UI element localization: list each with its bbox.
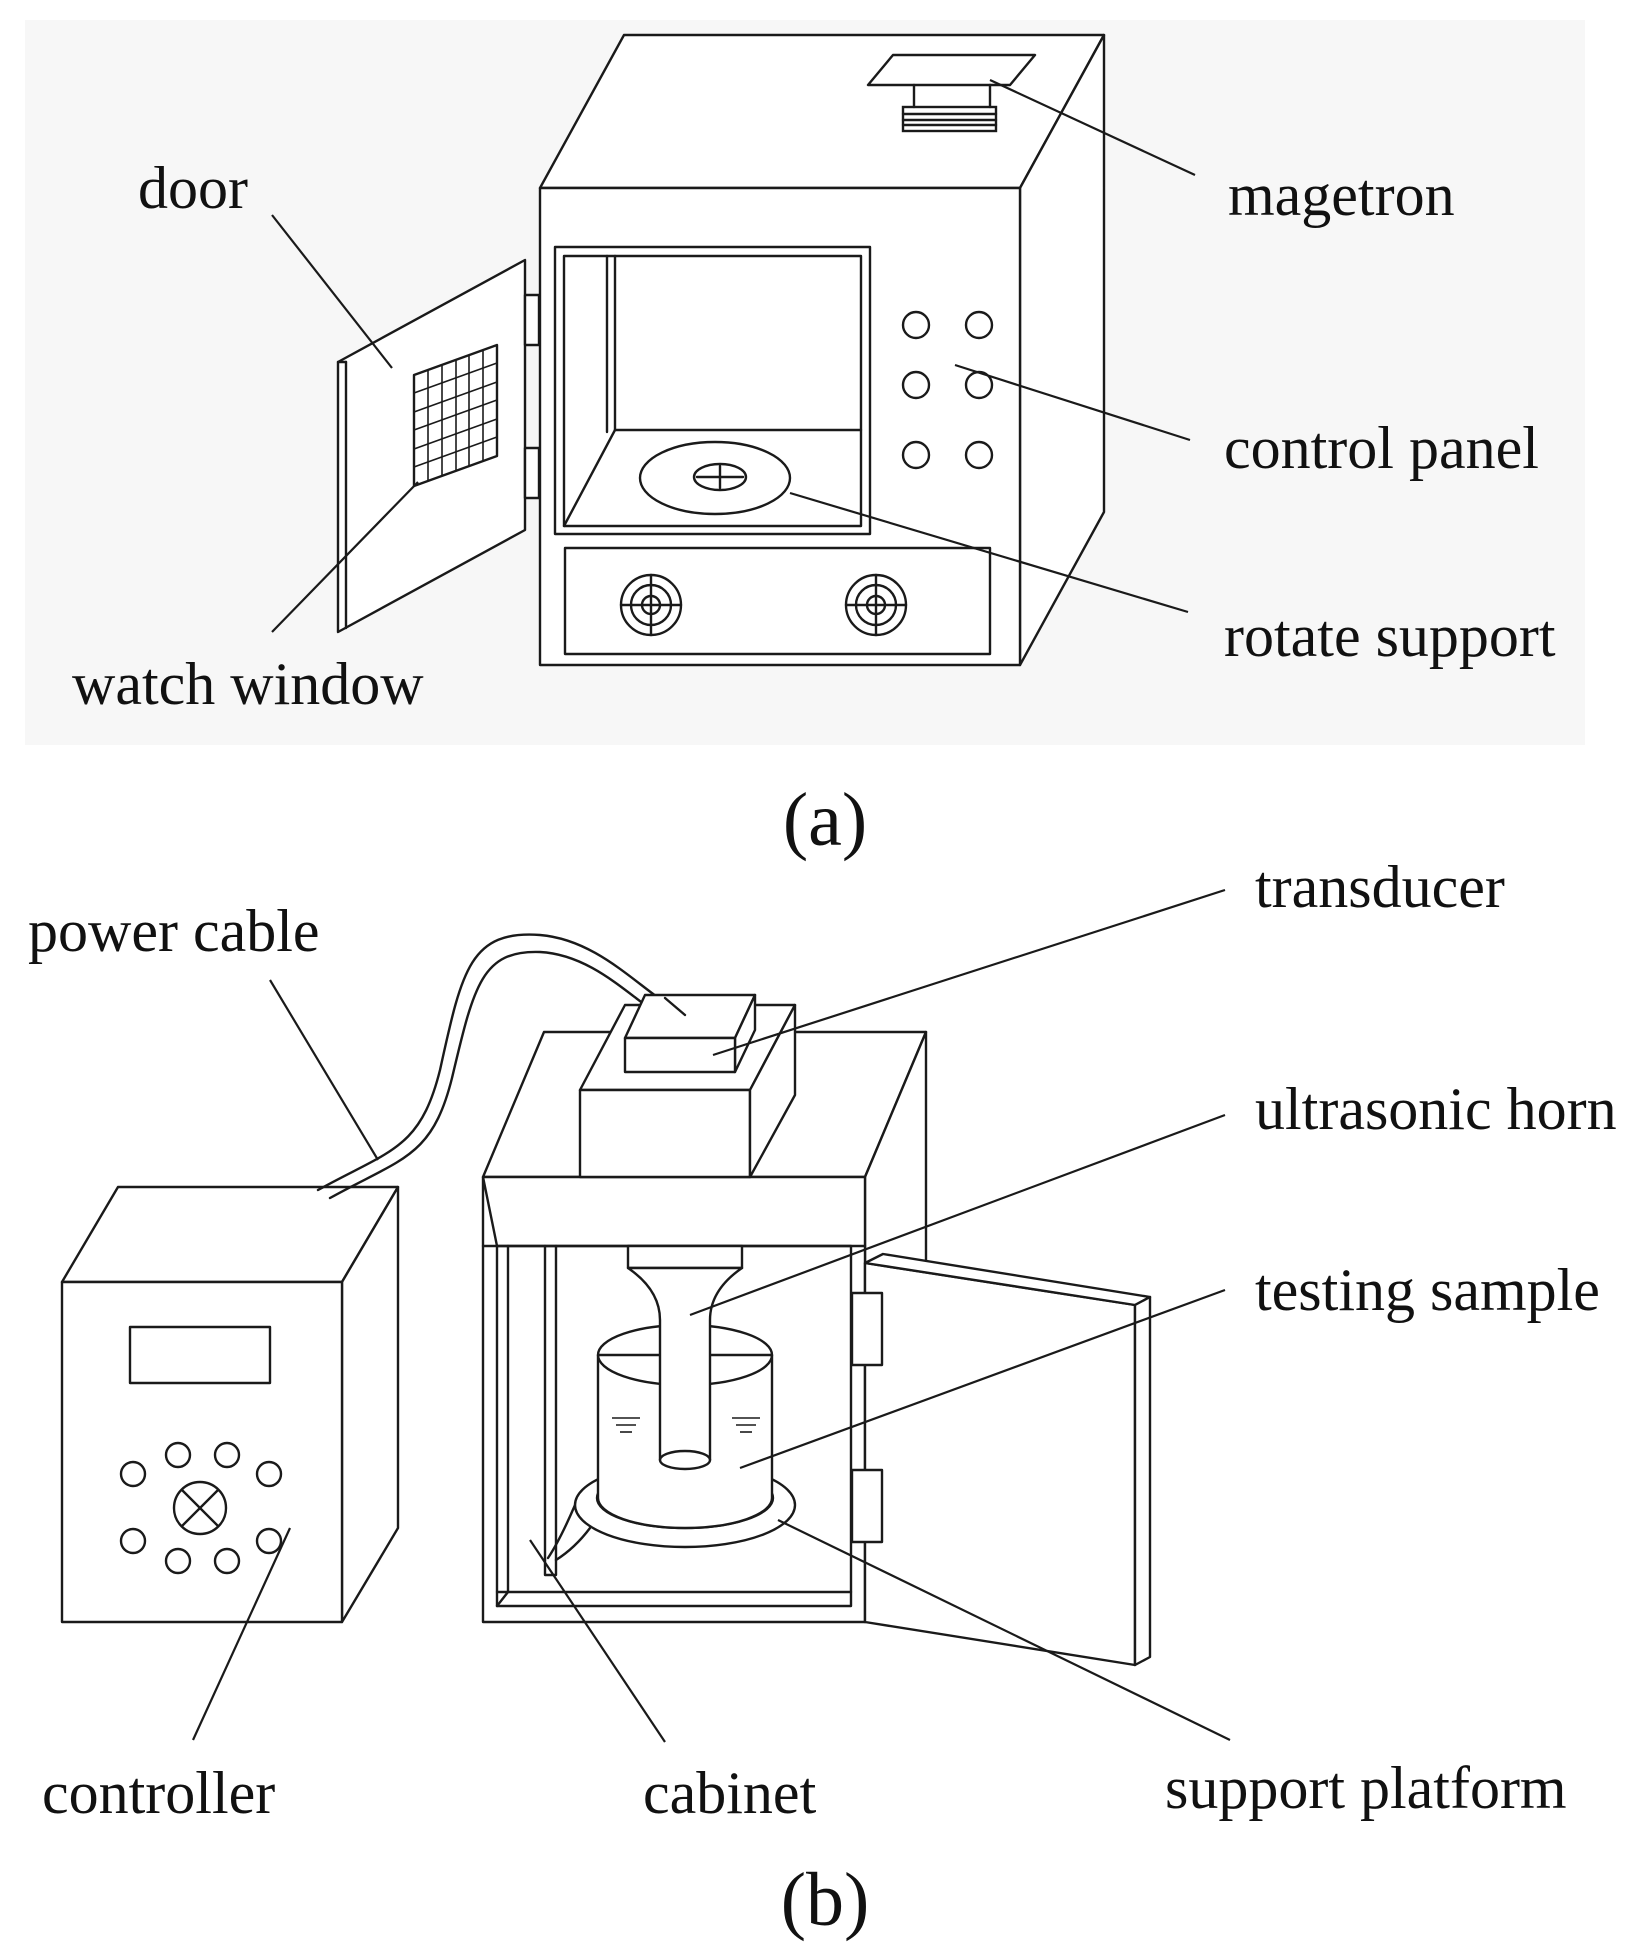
label-power-cable: power cable <box>28 898 320 964</box>
transducer-housing <box>578 993 797 1179</box>
label-ultrasonic-horn: ultrasonic horn <box>1255 1076 1617 1142</box>
cabinet-front-face <box>538 186 1022 667</box>
control-button <box>964 310 994 340</box>
label-testing-sample: testing sample <box>1255 1257 1600 1323</box>
controller-keypad <box>119 1441 283 1575</box>
door-hinge <box>850 1468 884 1544</box>
magnetron-cover <box>866 53 1037 87</box>
label-control-panel: control panel <box>1224 415 1539 481</box>
vent-panel <box>563 546 992 656</box>
label-transducer: transducer <box>1255 854 1505 920</box>
panel-a-leaders <box>271 79 1196 633</box>
door-hinge <box>850 1291 884 1367</box>
label-watch-window: watch window <box>72 651 424 717</box>
label-cabinet: cabinet <box>643 1760 817 1826</box>
door-hinge <box>523 446 541 500</box>
rotate-support <box>638 440 792 516</box>
controller-display <box>128 1325 272 1385</box>
panel-a: door watch window magetron control panel… <box>25 20 1585 745</box>
control-button <box>964 440 994 470</box>
oven-cavity <box>553 245 872 536</box>
panel-b: power cable transducer ultrasonic horn t… <box>28 854 1617 1826</box>
label-rotate-support: rotate support <box>1224 603 1556 669</box>
label-door: door <box>138 155 248 221</box>
panel-b-leaders <box>191 888 1231 1743</box>
liquid-level-mark <box>612 1417 760 1433</box>
microwave-door <box>336 258 541 634</box>
label-support-platform: support platform <box>1165 1755 1567 1821</box>
navigation-dial <box>172 1480 228 1536</box>
label-controller: controller <box>42 1760 275 1826</box>
controller-box <box>60 1185 400 1624</box>
control-button <box>901 370 931 400</box>
ultrasonic-horn <box>626 1244 744 1471</box>
controller-top <box>60 1185 400 1284</box>
control-button <box>901 440 931 470</box>
magnetron <box>866 53 1037 133</box>
microwave-cabinet <box>538 33 1106 667</box>
controller-front <box>60 1280 344 1624</box>
transducer <box>623 993 757 1074</box>
label-magnetron: magetron <box>1228 162 1455 228</box>
caption-a: (a) <box>783 778 867 862</box>
control-button <box>901 310 931 340</box>
watch-window-grid <box>412 343 499 488</box>
caption-b: (b) <box>781 1858 870 1942</box>
cabinet-door <box>850 1252 1152 1667</box>
door-hinge <box>523 293 541 347</box>
